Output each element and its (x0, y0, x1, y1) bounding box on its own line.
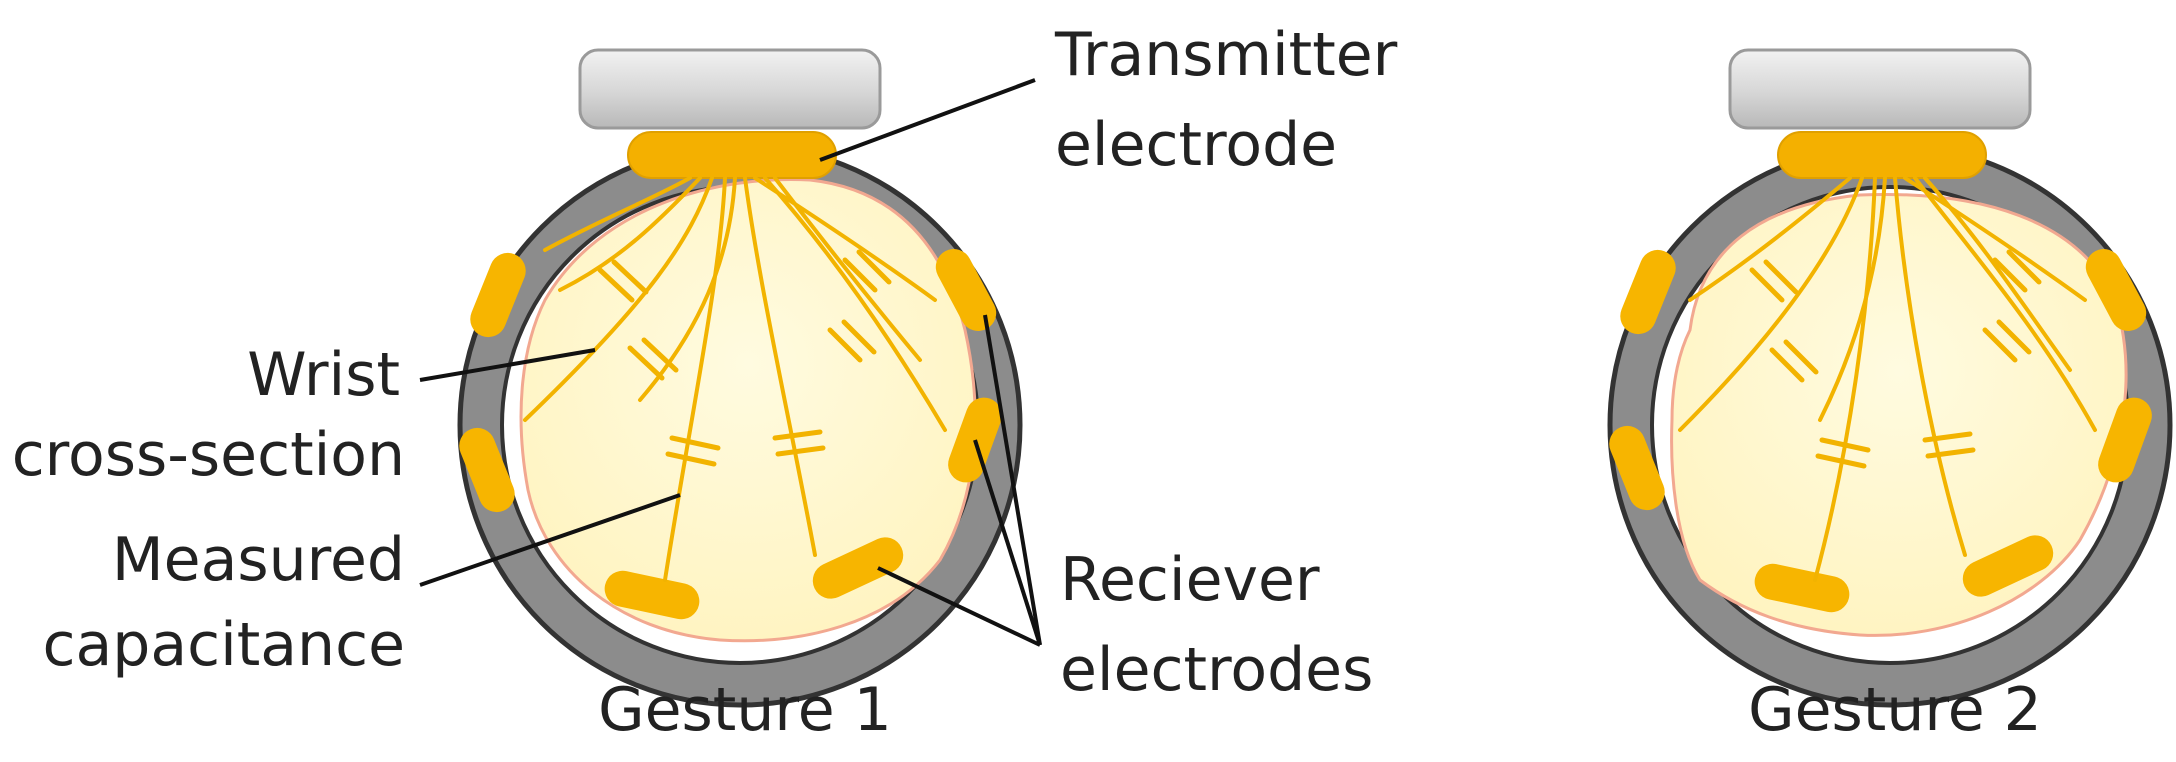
transmitter-label-line1: Transmitter (1054, 20, 1398, 90)
receiver-electrode (1962, 535, 2054, 597)
gesture-2-diagram (1607, 48, 2173, 708)
receiver-electrode (1609, 425, 1665, 511)
receiver-electrodes-1 (459, 249, 1002, 620)
wrist-label-line2: cross-section (12, 420, 405, 490)
receiver-electrode (470, 252, 526, 338)
transmitter-electrode (627, 131, 837, 179)
capacitance-field-lines-1 (523, 176, 947, 582)
receiver-electrode (2085, 249, 2147, 331)
receiver-electrode (812, 537, 904, 599)
receiver-electrode (459, 427, 515, 513)
receiver-electrode (2098, 397, 2152, 483)
receiver-electrodes-2 (1609, 249, 2152, 613)
receiver-electrode (1620, 249, 1676, 335)
measured-label-line2: capacitance (43, 610, 406, 680)
receiver-electrode (604, 570, 700, 620)
gesture-2-caption: Gesture 2 (1748, 675, 2042, 745)
wrist-label-line1: Wrist (247, 340, 400, 410)
watch-housing (578, 48, 882, 130)
receiver-electrode (935, 249, 997, 331)
measured-label-line1: Measured (112, 525, 405, 595)
watch-housing (1728, 48, 2032, 130)
transmitter-electrode (1777, 131, 1987, 179)
receiver-label-line2: electrodes (1060, 635, 1373, 705)
receiver-electrode (1754, 563, 1850, 613)
capacitance-field-lines-2 (1678, 176, 2097, 582)
wrist-cross-section (519, 177, 977, 643)
leader-lines (419, 78, 1042, 647)
receiver-label-line1: Reciever (1060, 545, 1320, 615)
transmitter-label-line2: electrode (1055, 110, 1337, 180)
gesture-1-caption: Gesture 1 (598, 675, 892, 745)
gesture-1-diagram (457, 48, 1023, 708)
